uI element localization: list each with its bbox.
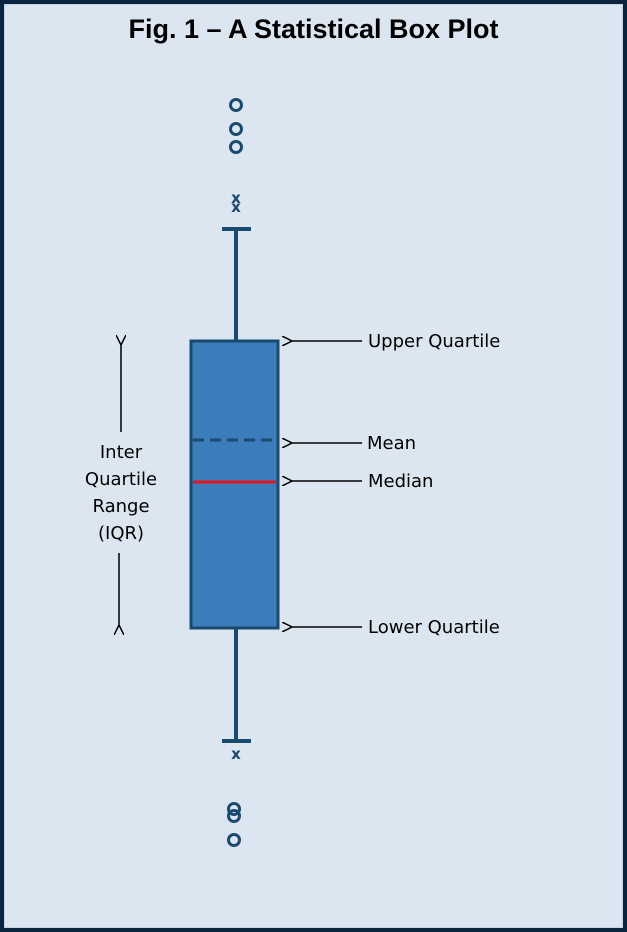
iqr-box (189, 339, 280, 630)
extreme-marker: x (231, 745, 241, 763)
outlier-point (227, 833, 241, 847)
extreme-marker: x (231, 198, 241, 216)
outlier-point (227, 802, 241, 816)
iqr-label-line: (IQR) (98, 523, 144, 544)
extreme-marker: x (231, 189, 241, 207)
figure-title: Fig. 1 – A Statistical Box Plot (128, 14, 499, 44)
outlier-point (229, 140, 243, 154)
figure-panel (4, 4, 623, 928)
outlier-point (227, 809, 241, 823)
upper-quartile-label: Upper Quartile (368, 331, 500, 352)
outlier-point (229, 98, 243, 112)
lower-quartile-label: Lower Quartile (368, 617, 500, 638)
iqr-label-line: Inter (100, 442, 143, 463)
median-label: Median (368, 471, 433, 492)
iqr-label-line: Quartile (85, 469, 157, 490)
outlier-point (229, 122, 243, 136)
iqr-label-line: Range (92, 496, 149, 517)
mean-label: Mean (367, 433, 416, 454)
